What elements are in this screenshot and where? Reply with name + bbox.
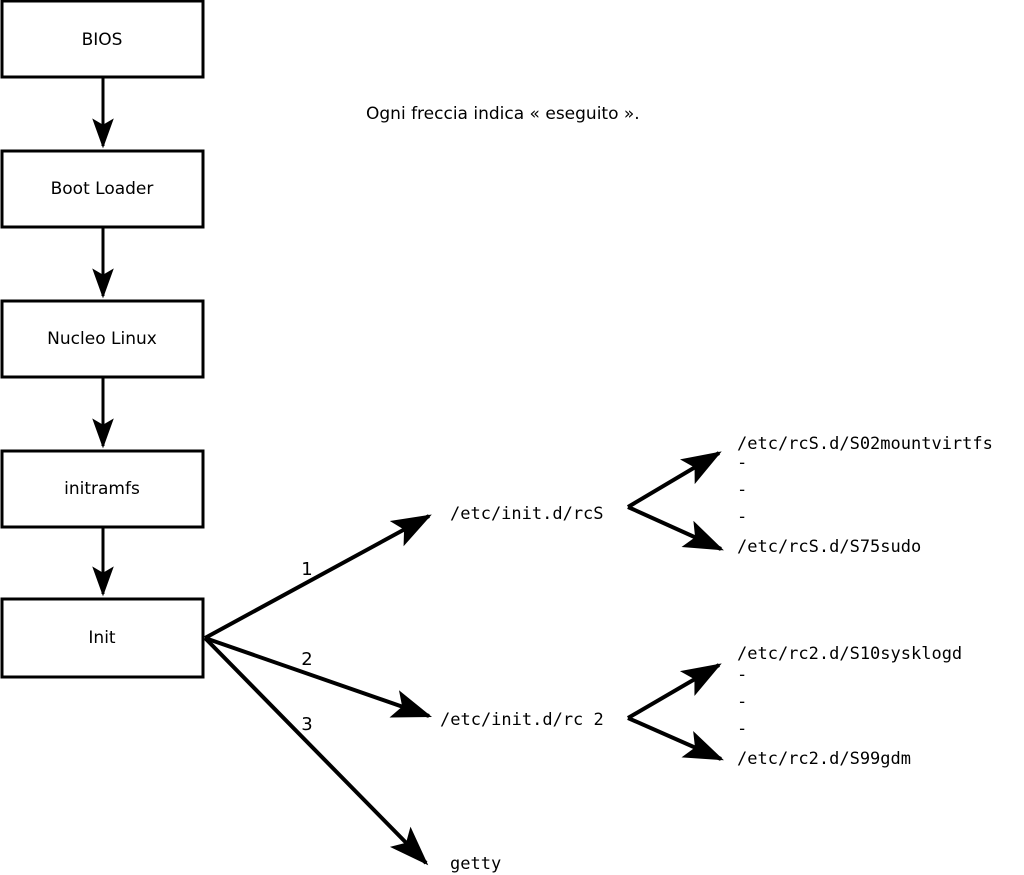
rcs-ellipsis-dash-3: - [737,507,747,527]
node-bios[interactable]: BIOS [0,0,205,79]
edge-number-2: 2 [301,649,312,670]
arrow-rcs-to-first-script [626,451,722,509]
rc2-subbranch-group: /etc/rc2.d/S10sysklogd - - - /etc/rc2.d/… [626,644,962,769]
rcs-ellipsis-dash-2: - [737,480,747,500]
rc2-ellipsis-dash-3: - [737,719,747,739]
arrow-init-to-rc2 [204,636,433,718]
rcs-script-label[interactable]: /etc/init.d/rcS [450,504,604,524]
bios-label: BIOS [82,30,123,50]
kernel-label: Nucleo Linux [47,329,157,349]
init-branch-group: 1 2 3 [203,514,433,866]
node-boot-loader[interactable]: Boot Loader [0,149,205,229]
node-kernel[interactable]: Nucleo Linux [0,299,205,379]
node-init[interactable]: Init [0,597,205,679]
rc2-last-script-label[interactable]: /etc/rc2.d/S99gdm [737,749,911,769]
edge-number-3: 3 [301,714,312,735]
rc2-ellipsis-dash-2: - [737,692,747,712]
rcs-ellipsis-dash-1: - [737,453,747,473]
rcs-first-script-label[interactable]: /etc/rcS.d/S02mountvirtfs [737,434,993,454]
boot-chain-group: BIOS Boot Loader Nucleo Linux initramfs … [0,0,205,679]
bios-box[interactable] [0,0,205,79]
arrow-rc2-to-first-script [626,663,722,720]
boot-loader-label: Boot Loader [51,179,154,199]
arrow-init-to-rcs [204,514,432,640]
edge-number-1: 1 [301,559,312,580]
node-initramfs[interactable]: initramfs [0,449,205,529]
rcs-last-script-label[interactable]: /etc/rcS.d/S75sudo [737,537,921,557]
getty-label[interactable]: getty [450,854,501,874]
initramfs-label: initramfs [64,479,140,499]
initramfs-box[interactable] [0,449,205,529]
arrow-init-to-getty [203,636,429,866]
rc2-script-label[interactable]: /etc/init.d/rc 2 [440,710,604,730]
rc2-ellipsis-dash-1: - [737,665,747,685]
arrow-rc2-to-last-script [627,716,724,761]
rc2-first-script-label[interactable]: /etc/rc2.d/S10sysklogd [737,644,962,664]
init-box[interactable] [0,597,205,679]
boot-loader-box[interactable] [0,149,205,229]
diagram-caption: Ogni freccia indica « eseguito ». [366,104,640,124]
rcs-subbranch-group: /etc/rcS.d/S02mountvirtfs - - - /etc/rcS… [626,434,993,557]
arrow-rcs-to-last-script [627,505,724,551]
init-label: Init [88,628,116,648]
